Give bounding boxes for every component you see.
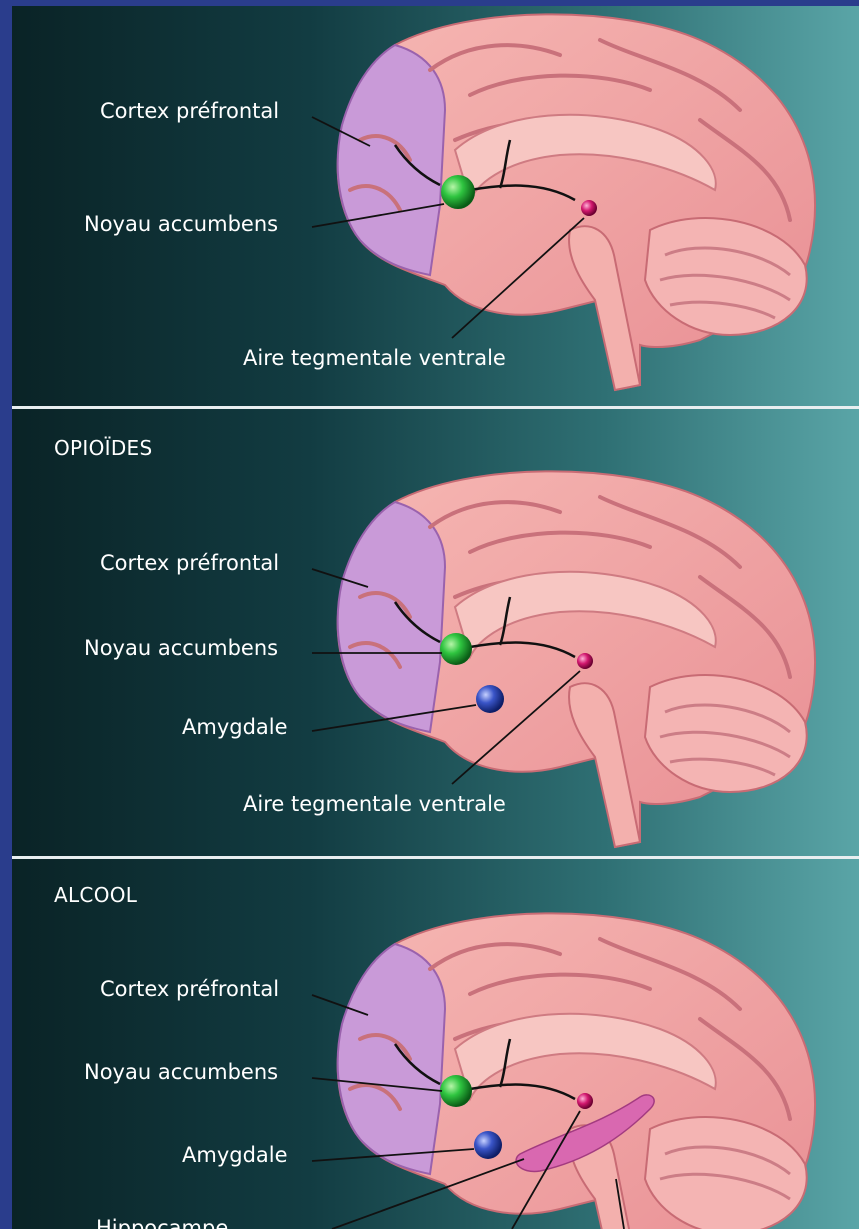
label-aire-tegmentale-ventrale: Aire tegmentale ventrale (243, 346, 506, 370)
vta-sphere-icon (581, 200, 597, 216)
panel-alcool: ALCOOL Cortex préfrontal Noyau accumbens… (12, 859, 859, 1229)
noyau-accumbens-sphere-icon (441, 175, 475, 209)
panel-baseline: Cortex préfrontal Noyau accumbens Aire t… (12, 6, 859, 406)
brain-shape (338, 913, 815, 1229)
noyau-accumbens-sphere-icon (440, 633, 472, 665)
label-amygdale: Amygdale (182, 1143, 288, 1167)
noyau-accumbens-sphere-icon (440, 1075, 472, 1107)
brain-illustration-3 (12, 859, 859, 1229)
vta-sphere-icon (577, 653, 593, 669)
brain-illustration-2 (12, 409, 859, 856)
figure-frame: Cortex préfrontal Noyau accumbens Aire t… (12, 6, 859, 1229)
label-aire-tegmentale-ventrale: Aire tegmentale ventrale (243, 792, 506, 816)
label-hippocampe: Hippocampe (96, 1216, 228, 1229)
panel-title-opioides: OPIOÏDES (54, 436, 152, 460)
label-noyau-accumbens: Noyau accumbens (84, 1060, 278, 1084)
brain-shape (338, 471, 815, 847)
vta-sphere-icon (577, 1093, 593, 1109)
amygdale-sphere-icon (474, 1131, 502, 1159)
label-amygdale: Amygdale (182, 715, 288, 739)
panel-title-alcool: ALCOOL (54, 883, 137, 907)
label-cortex-prefrontal: Cortex préfrontal (100, 977, 279, 1001)
label-noyau-accumbens: Noyau accumbens (84, 636, 278, 660)
amygdale-sphere-icon (476, 685, 504, 713)
panel-opioides: OPIOÏDES Cortex préfrontal Noyau accumbe… (12, 409, 859, 856)
brain-shape (338, 14, 815, 390)
label-noyau-accumbens: Noyau accumbens (84, 212, 278, 236)
label-cortex-prefrontal: Cortex préfrontal (100, 551, 279, 575)
label-cortex-prefrontal: Cortex préfrontal (100, 99, 279, 123)
